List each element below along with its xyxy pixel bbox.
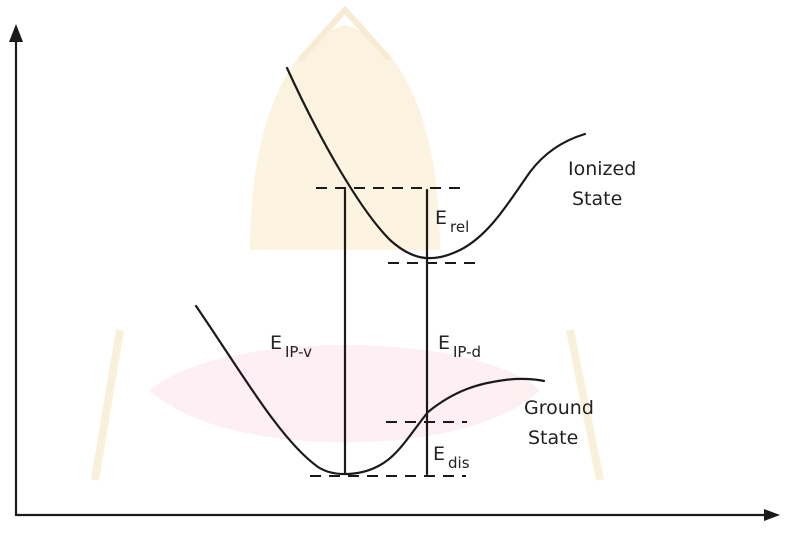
axes [9,24,780,521]
e-ipv-main: E [270,332,282,354]
ground-state-label-line2: State [528,427,578,449]
ionized-state-label-line2: State [572,188,622,210]
e-rel-label: E rel [435,207,469,236]
e-rel-sub: rel [450,218,469,236]
e-dis-label: E dis [433,443,470,472]
e-ipv-label: E IP-v [270,332,312,361]
x-axis-arrow-icon [764,509,780,521]
e-ipd-label: E IP-d [438,332,481,361]
ground-state-label-line1: Ground [524,397,594,419]
e-dis-sub: dis [448,454,470,472]
e-dis-main: E [433,443,445,465]
e-ipd-sub: IP-d [453,343,481,361]
e-rel-main: E [435,207,447,229]
ionized-state-label-line1: Ionized [568,158,636,180]
e-ipd-main: E [438,332,450,354]
ground-state-curve [194,304,546,476]
e-ipv-sub: IP-v [285,343,312,361]
y-axis-arrow-icon [9,24,23,42]
watermark-seal [91,5,604,481]
ionized-state-curve [285,66,587,260]
